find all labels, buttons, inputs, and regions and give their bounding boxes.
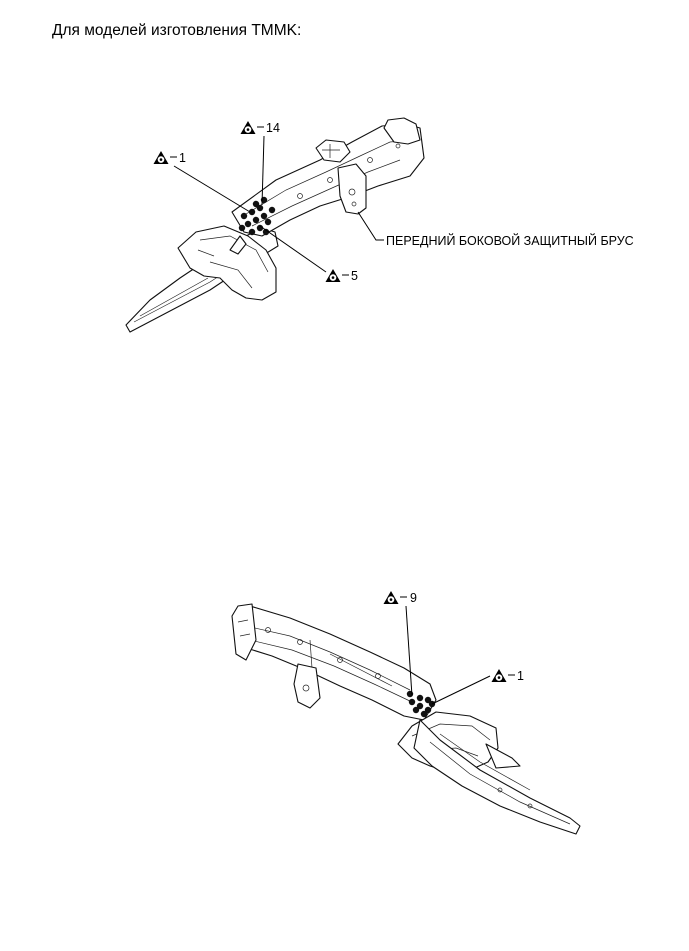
spot-weld-symbol-icon [240,121,256,134]
svg-text:1: 1 [179,151,186,165]
svg-text:5: 5 [351,269,358,283]
page-heading: Для моделей изготовления TMMK: [52,22,302,39]
svg-text:9: 9 [410,591,417,605]
svg-text:1: 1 [517,669,524,683]
svg-text:ПЕРЕДНИЙ БОКОВОЙ ЗАЩИТНЫЙ БРУС: ПЕРЕДНИЙ БОКОВОЙ ЗАЩИТНЫЙ БРУС [386,233,634,248]
front-side-member-lower-illustration [231,603,581,835]
spot-weld-symbol-icon [153,151,169,164]
callout-weld-9: 9 [383,591,417,697]
front-side-member-upper-illustration [125,117,425,333]
spot-weld-symbol-icon [491,669,507,682]
svg-text:14: 14 [266,121,280,135]
callout-weld-5: 5 [259,225,358,283]
callout-weld-1-bottom: 1 [431,669,524,705]
spot-weld-symbol-icon [383,591,399,604]
callout-weld-1: 1 [153,151,251,213]
callout-weld-14: 14 [240,121,280,206]
spot-weld-symbol-icon [325,269,341,282]
part-label-front-side-member: ПЕРЕДНИЙ БОКОВОЙ ЗАЩИТНЫЙ БРУС [357,211,634,248]
